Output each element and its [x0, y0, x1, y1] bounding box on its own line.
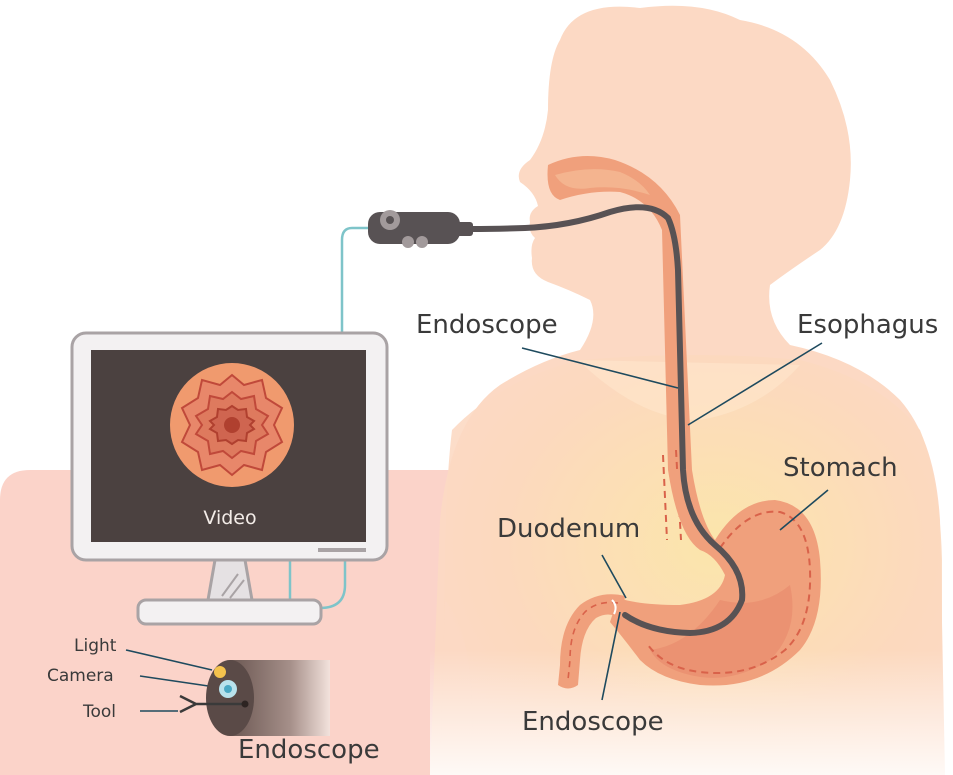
endoscope-lower-label: Endoscope [522, 707, 664, 737]
esophagus-label: Esophagus [797, 310, 938, 340]
endoscope-tip-detail [179, 660, 330, 736]
endoscope-upper-label: Endoscope [416, 310, 558, 340]
light-label: Light [74, 636, 117, 656]
video-label: Video [203, 507, 256, 529]
leader-lines [125, 342, 829, 712]
camera-label: Camera [47, 666, 114, 686]
endoscope-tip-label: Endoscope [238, 735, 380, 765]
video-cable [340, 226, 368, 336]
endoscope-tube [467, 204, 746, 637]
esophagus-organ [547, 156, 692, 541]
endoscope-handle-icon [368, 210, 473, 248]
tool-label: Tool [82, 702, 116, 722]
stomach-label: Stomach [783, 453, 898, 483]
forceps-icon [179, 694, 245, 714]
light-icon [214, 666, 226, 678]
duodenum-label: Duodenum [497, 514, 640, 544]
endoscopic-view-icon [170, 363, 294, 487]
duodenum-organ [558, 594, 625, 689]
